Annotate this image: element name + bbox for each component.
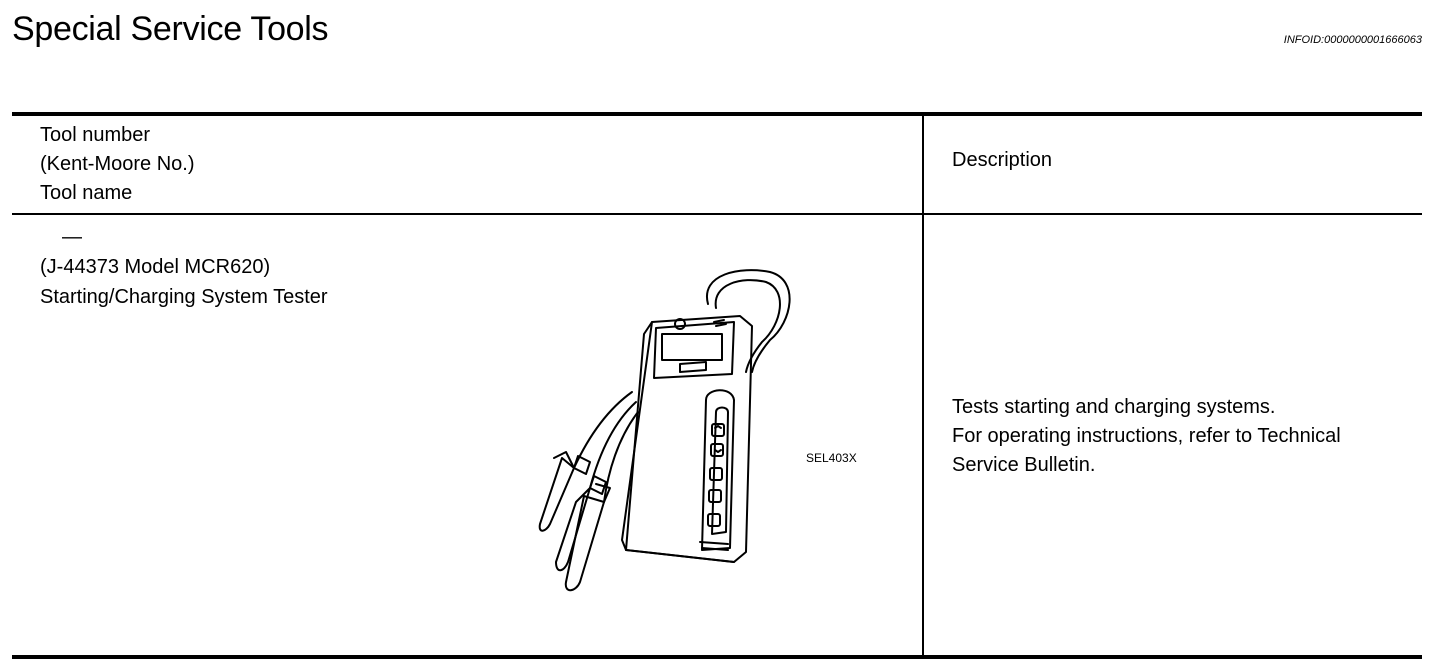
header-cell-tool: Tool number (Kent-Moore No.) Tool name [40, 121, 195, 208]
page-title: Special Service Tools [12, 10, 329, 48]
table-top-rule [12, 112, 1422, 116]
header-kent-moore-no: (Kent-Moore No.) [40, 153, 195, 175]
table-row-tool-info: — (J-44373 Model MCR620) Starting/Chargi… [40, 222, 328, 312]
table-header-rule [12, 213, 1422, 215]
kent-moore-number: (J-44373 Model MCR620) [40, 256, 271, 278]
header-cell-description: Description [952, 149, 1053, 171]
header-tool-number: Tool number [40, 124, 151, 146]
tool-name: Starting/Charging System Tester [40, 286, 328, 308]
description-line-2: For operating instructions, refer to Tec… [952, 425, 1341, 447]
column-divider [922, 116, 924, 655]
info-id: INFOID:0000000001666063 [1283, 34, 1422, 46]
figure-code: SEL403X [806, 451, 857, 465]
tool-description: Tests starting and charging systems. For… [952, 393, 1412, 480]
charging-system-tester-illustration [538, 269, 791, 592]
description-line-3: Service Bulletin. [952, 454, 1096, 476]
table-bottom-rule [12, 655, 1422, 659]
header-tool-name: Tool name [40, 182, 133, 204]
description-line-1: Tests starting and charging systems. [952, 396, 1276, 418]
tool-number: — [62, 226, 82, 248]
